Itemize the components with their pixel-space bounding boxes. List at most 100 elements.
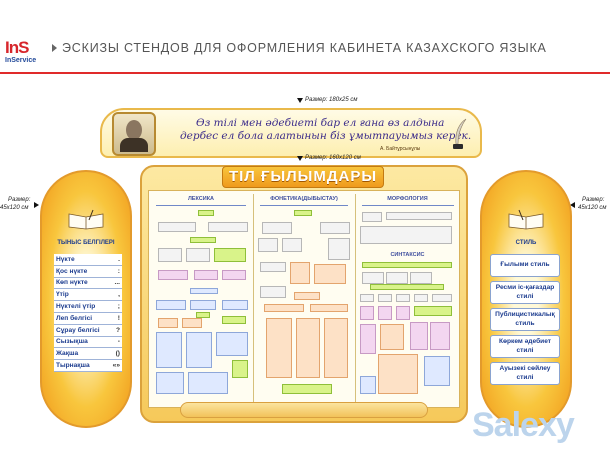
style-item: Публицистикалық стиль xyxy=(490,308,560,331)
list-item: Леп белгісі! xyxy=(54,312,122,325)
item-label: Жақша xyxy=(56,350,79,358)
diagram-node xyxy=(186,248,210,262)
diagram-node xyxy=(296,318,320,378)
diagram-node xyxy=(232,360,248,378)
item-symbol: : xyxy=(117,267,120,275)
diagram-node xyxy=(266,318,292,378)
item-symbol: . xyxy=(118,255,120,263)
board-bottom-scroll xyxy=(180,402,428,418)
style-list: Ғылыми стиль Ресми іс-қағаздар стилі Пуб… xyxy=(490,254,560,389)
diagram-node xyxy=(156,332,182,368)
diagram-node xyxy=(190,288,218,294)
diagram-node xyxy=(214,248,246,262)
author-portrait xyxy=(112,112,156,156)
item-label: Леп белгісі xyxy=(56,314,93,322)
item-symbol: ! xyxy=(117,314,120,322)
diagram-node xyxy=(156,300,186,310)
item-symbol: ; xyxy=(117,303,120,311)
diagram-node xyxy=(362,262,452,268)
diagram-node xyxy=(360,376,376,394)
list-item: Тырнақша«» xyxy=(54,360,122,372)
triangle-left-icon xyxy=(570,202,575,208)
diagram-node xyxy=(324,318,348,378)
triangle-right-icon xyxy=(34,202,39,208)
quill-icon xyxy=(453,118,467,149)
triangle-right-icon xyxy=(52,44,57,52)
diagram-node xyxy=(258,238,278,252)
list-item: Қос нүкте: xyxy=(54,265,122,278)
diagram-node xyxy=(198,210,214,216)
board-title: ТІЛ ҒЫЛЫМДАРЫ xyxy=(228,168,378,185)
diagram-node xyxy=(310,304,348,312)
diagram-node xyxy=(414,294,428,302)
logo-text: InS xyxy=(5,38,29,57)
diagram-node xyxy=(380,324,404,350)
column-heading-lexicon: ЛЕКСИКА xyxy=(187,196,215,202)
style-item: Ауызекі сөйлеу стилі xyxy=(490,362,560,385)
open-book-icon xyxy=(68,209,104,230)
diagram-node xyxy=(158,318,178,328)
logo: InS InService xyxy=(5,38,43,68)
diagram-node xyxy=(194,270,218,280)
list-item: Сұрау белгісі? xyxy=(54,324,122,337)
triangle-down-icon xyxy=(297,156,303,161)
header-divider xyxy=(0,72,610,74)
list-item: Нүктелі үтір; xyxy=(54,301,122,313)
diagram-node xyxy=(320,222,350,234)
logo-subtext: InService xyxy=(5,57,37,64)
list-item: Үтір, xyxy=(54,289,122,302)
diagram-node xyxy=(282,238,302,252)
quote-line-1: Өз тілі мен әдебиеті бар ел ғана өз алды… xyxy=(196,117,445,129)
diagram-node xyxy=(386,272,408,284)
item-symbol: ... xyxy=(114,279,121,287)
item-symbol: «» xyxy=(112,362,120,370)
diagram-node xyxy=(182,318,202,328)
diagram-node xyxy=(386,212,452,220)
diagram-node xyxy=(410,322,428,350)
list-item: Нүкте. xyxy=(54,254,122,266)
diagram-node xyxy=(360,324,376,354)
item-label: Сызықша xyxy=(56,338,88,346)
diagram-node xyxy=(222,270,246,280)
diagram-node xyxy=(410,272,432,284)
column-heading-syntax: СИНТАКСИС xyxy=(390,252,425,258)
diagram-node xyxy=(328,238,350,260)
diagram-node xyxy=(378,354,418,394)
heading-underline xyxy=(362,205,454,206)
right-size-label-1: Размер: xyxy=(582,197,605,203)
diagram-node xyxy=(290,262,310,284)
punctuation-list: Нүкте. Қос нүкте: Көп нүкте... Үтір, Нүк… xyxy=(54,254,122,372)
item-symbol: , xyxy=(118,291,120,299)
item-label: Нүкте xyxy=(56,255,75,263)
style-title: СТИЛЬ xyxy=(515,240,537,246)
triangle-down-icon xyxy=(297,98,303,103)
diagram-node xyxy=(294,210,312,216)
diagram-node xyxy=(432,294,452,302)
diagram-node xyxy=(216,332,248,356)
diagram-node xyxy=(188,372,228,394)
diagram-node xyxy=(414,306,452,316)
heading-underline xyxy=(260,205,348,206)
quote-line-2: дербес ел бола алатынын біз ұмытпауымыз … xyxy=(180,130,472,142)
diagram-node xyxy=(222,316,246,324)
diagram-node xyxy=(196,312,210,318)
diagram-node xyxy=(362,272,384,284)
column-divider xyxy=(253,194,254,402)
page-title: ЭСКИЗЫ СТЕНДОВ ДЛЯ ОФОРМЛЕНИЯ КАБИНЕТА К… xyxy=(62,41,547,55)
diagram-node xyxy=(222,300,248,310)
portrait-body xyxy=(120,138,148,152)
diagram-node xyxy=(360,294,374,302)
diagram-node xyxy=(260,286,286,298)
quote-banner xyxy=(100,108,482,158)
diagram-node xyxy=(294,292,320,300)
diagram-node xyxy=(158,248,182,262)
item-label: Қос нүкте xyxy=(56,267,88,275)
left-size-label-1: Размер: xyxy=(8,197,31,203)
diagram-node xyxy=(264,304,304,312)
diagram-node xyxy=(156,372,184,394)
banner-size-label: Размер: 180х25 см xyxy=(305,97,358,103)
right-size-label-2: 45х120 см xyxy=(578,205,607,211)
item-symbol: ? xyxy=(115,326,120,334)
diagram-node xyxy=(424,356,450,386)
diagram-node xyxy=(378,306,392,320)
